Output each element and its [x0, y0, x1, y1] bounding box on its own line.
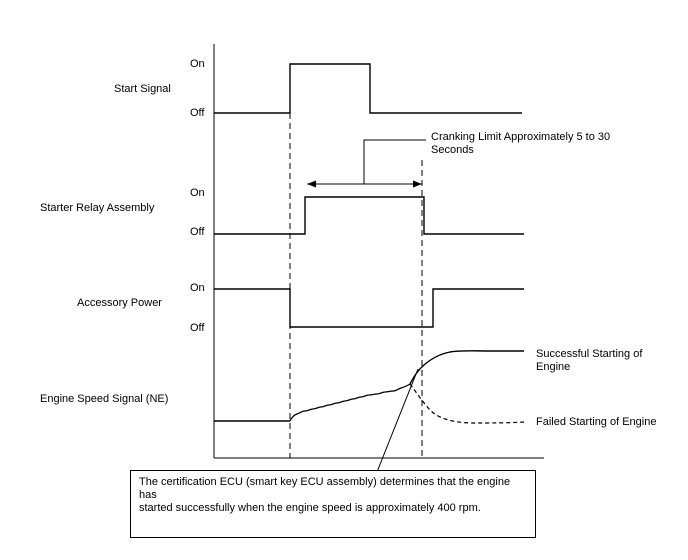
- engine-speed-cranking-curve: [289, 383, 411, 422]
- note-line-2: started successfully when the engine spe…: [139, 502, 481, 514]
- note-text: The certification ECU (smart key ECU ass…: [139, 476, 529, 515]
- note-pointer-line: [376, 368, 419, 473]
- cranking-limit-leader: [363, 139, 426, 184]
- cranking-limit-arrow-left: [307, 180, 316, 188]
- start-signal-label: Start Signal: [114, 83, 171, 95]
- cranking-limit-text-line2: Seconds: [431, 144, 474, 156]
- cranking-limit-text-line1: Cranking Limit Approximately 5 to 30: [431, 131, 610, 143]
- accessory-power-waveform: [214, 288, 524, 328]
- starter-relay-waveform: [214, 196, 524, 235]
- engine-speed-failed-curve: [409, 383, 525, 424]
- failed-label: Failed Starting of Engine: [536, 416, 656, 428]
- success-label-line1: Successful Starting of: [536, 348, 643, 360]
- cranking-limit-arrow-right: [413, 180, 422, 188]
- accessory-power-on-label: On: [190, 282, 205, 294]
- start-signal-on-label: On: [190, 58, 205, 70]
- engine-speed-success-curve: [409, 350, 524, 385]
- note-box: The certification ECU (smart key ECU ass…: [130, 470, 536, 538]
- start-signal-off-label: Off: [190, 107, 205, 119]
- note-line-1: The certification ECU (smart key ECU ass…: [139, 476, 511, 501]
- accessory-power-off-label: Off: [190, 322, 205, 334]
- accessory-power-label: Accessory Power: [77, 297, 162, 309]
- starter-relay-on-label: On: [190, 187, 205, 199]
- start-signal-waveform: [214, 63, 522, 114]
- starter-relay-label: Starter Relay Assembly: [40, 202, 155, 214]
- engine-speed-label: Engine Speed Signal (NE): [40, 393, 168, 405]
- success-label-line2: Engine: [536, 361, 570, 373]
- starter-relay-off-label: Off: [190, 226, 205, 238]
